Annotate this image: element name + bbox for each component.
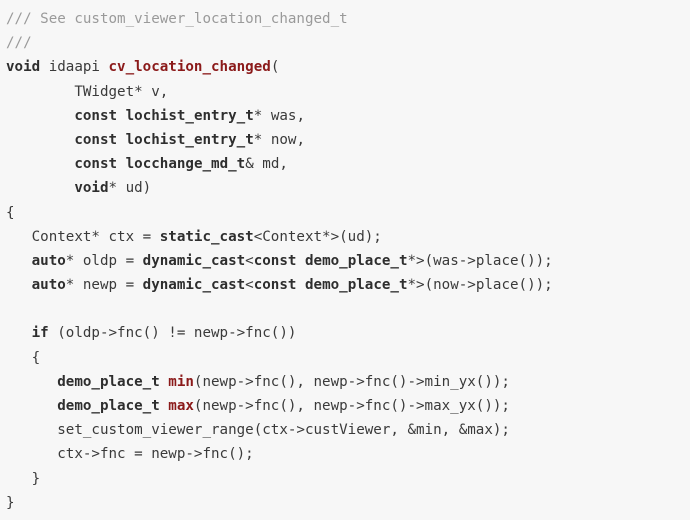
code-text	[6, 132, 74, 148]
code-text	[6, 277, 32, 293]
code-keyword: dynamic_cast	[142, 277, 246, 294]
code-keyword: lochist_entry_t	[125, 107, 254, 124]
code-line: {	[6, 346, 690, 370]
code-text	[6, 374, 57, 390]
code-text: <	[245, 252, 254, 269]
code-keyword: demo_place_t	[304, 277, 408, 294]
code-keyword: if	[31, 325, 49, 342]
code-text: idaapi	[40, 59, 109, 76]
code-keyword: lochist_entry_t	[125, 131, 254, 148]
code-text	[117, 132, 126, 148]
code-text	[117, 108, 126, 124]
code-line: /// See custom_viewer_location_changed_t	[6, 7, 690, 31]
code-line: if (oldp->fnc() != newp->fnc())	[6, 321, 690, 345]
code-line: void idaapi cv_location_changed(	[6, 55, 690, 79]
code-line: Context* ctx = static_cast<Context*>(ud)…	[6, 225, 690, 249]
code-text	[160, 374, 169, 390]
code-text	[117, 156, 126, 172]
code-text: * now,	[253, 131, 305, 148]
code-text	[296, 253, 305, 269]
code-line: demo_place_t min(newp->fnc(), newp->fnc(…	[6, 370, 690, 394]
code-line: auto* newp = dynamic_cast<const demo_pla…	[6, 273, 690, 297]
code-keyword: demo_place_t	[57, 398, 160, 414]
code-keyword: dynamic_cast	[142, 252, 246, 269]
code-line: TWidget* v,	[6, 80, 690, 104]
code-line: set_custom_viewer_range(ctx->custViewer,…	[6, 418, 690, 442]
code-line: demo_place_t max(newp->fnc(), newp->fnc(…	[6, 394, 690, 418]
code-keyword: auto	[31, 252, 66, 269]
code-text	[6, 398, 57, 414]
code-text: <	[245, 277, 254, 294]
code-keyword: locchange_md_t	[125, 156, 246, 173]
code-text: (newp->fnc(), newp->fnc()->max_yx());	[193, 398, 510, 414]
code-comment: /// See custom_viewer_location_changed_t	[6, 11, 348, 27]
code-line: auto* oldp = dynamic_cast<const demo_pla…	[6, 249, 690, 273]
code-text: <Context*>(ud);	[253, 228, 382, 245]
code-keyword: void	[6, 59, 41, 76]
code-comment: ///	[6, 35, 32, 52]
code-text: TWidget* v,	[6, 83, 169, 100]
code-text: }	[6, 494, 15, 511]
code-line: const lochist_entry_t* was,	[6, 104, 690, 128]
code-text: (	[270, 59, 280, 76]
code-keyword: void	[74, 180, 109, 197]
code-text: {	[6, 204, 15, 221]
code-function-name: min	[168, 373, 194, 390]
code-line: }	[6, 467, 690, 491]
code-keyword: auto	[31, 277, 66, 294]
code-text	[6, 180, 74, 196]
code-line: }	[6, 491, 690, 515]
code-text: & md,	[245, 156, 288, 173]
code-keyword: const	[253, 252, 297, 269]
code-text: *>(was->place());	[407, 252, 553, 269]
code-text: *>(now->place());	[407, 277, 553, 294]
code-text: Context* ctx =	[6, 228, 160, 245]
code-keyword: static_cast	[159, 228, 254, 245]
code-function-name: max	[168, 398, 194, 414]
code-text: (newp->fnc(), newp->fnc()->min_yx());	[193, 373, 510, 390]
code-line: const locchange_md_t& md,	[6, 152, 690, 176]
code-line: ctx->fnc = newp->fnc();	[6, 442, 690, 466]
code-text: }	[6, 470, 41, 487]
code-text: * ud)	[108, 180, 152, 197]
code-text	[6, 253, 32, 269]
code-text	[6, 108, 74, 124]
code-line: ///	[6, 31, 690, 55]
code-function-name: cv_location_changed	[108, 59, 271, 76]
code-text: (oldp->fnc() != newp->fnc())	[48, 325, 297, 342]
code-text: * newp =	[65, 277, 143, 294]
code-text: * was,	[253, 107, 305, 124]
code-line: void* ud)	[6, 176, 690, 200]
code-text: {	[6, 349, 41, 366]
code-keyword: const	[74, 131, 118, 148]
code-text	[296, 277, 305, 293]
code-keyword: demo_place_t	[304, 252, 408, 269]
code-text	[160, 398, 169, 414]
code-keyword: const	[253, 277, 297, 294]
code-line: const lochist_entry_t* now,	[6, 128, 690, 152]
code-text	[6, 325, 32, 341]
code-line: {	[6, 201, 690, 225]
code-text: set_custom_viewer_range(ctx->custViewer,…	[6, 422, 510, 439]
code-text	[6, 156, 74, 172]
code-line	[6, 297, 690, 321]
code-text: ctx->fnc = newp->fnc();	[6, 446, 254, 463]
code-text: * oldp =	[65, 252, 143, 269]
code-keyword: demo_place_t	[57, 373, 160, 390]
code-keyword: const	[74, 156, 118, 173]
code-keyword: const	[74, 107, 118, 124]
